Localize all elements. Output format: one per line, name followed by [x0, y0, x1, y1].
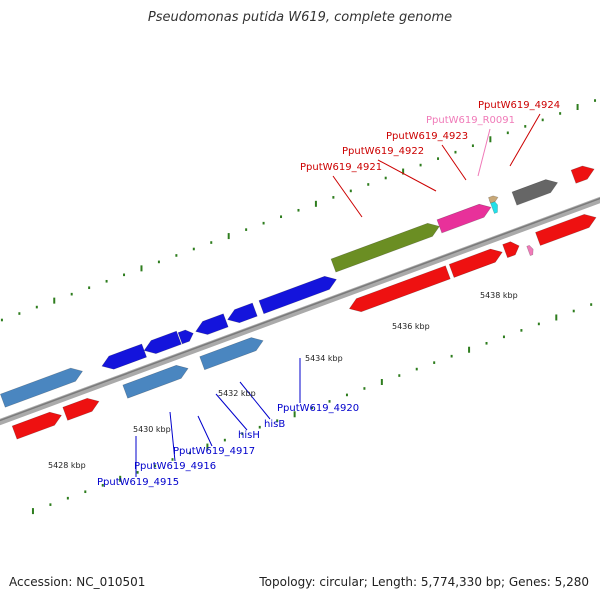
feature-red-left2[interactable] — [62, 397, 100, 421]
feature-tan[interactable] — [488, 195, 499, 204]
tick-labels-layer: 5428 kbp 5430 kbp 5432 kbp 5434 kbp 5436 kbp… — [48, 291, 518, 470]
gene-label[interactable]: PputW619_4916 — [134, 461, 216, 472]
label-leader-line — [377, 159, 437, 192]
gene-label[interactable]: PputW619_4921 — [300, 162, 382, 173]
feature-blue[interactable] — [143, 330, 182, 354]
feature-blue-4920[interactable] — [258, 275, 337, 315]
label-leader-line — [509, 113, 541, 167]
tick-label: 5434 kbp — [305, 354, 343, 363]
tick-label: 5436 kbp — [392, 322, 430, 331]
gene-label[interactable]: PputW619_4920 — [277, 403, 359, 414]
tick-label: 5428 kbp — [48, 461, 86, 470]
feature-steel[interactable] — [122, 364, 189, 399]
genome-backbone-edge — [0, 197, 600, 422]
backbone-layer — [0, 196, 600, 426]
label-leader-line — [169, 411, 176, 462]
label-leader-line — [332, 175, 363, 218]
genome-backbone — [0, 196, 600, 426]
gene-label[interactable]: hisH — [238, 430, 260, 441]
gene-labels-layer: PputW619_4924PputW619_R0091PputW619_4923… — [97, 100, 560, 488]
tick-label: 5438 kbp — [480, 291, 518, 300]
accession-text: Accession: NC_010501 — [9, 575, 146, 589]
gene-label[interactable]: PputW619_4923 — [386, 131, 468, 142]
feature-red[interactable] — [448, 248, 503, 278]
tick-label: 5432 kbp — [218, 389, 256, 398]
tick-dots-layer — [0, 99, 597, 515]
feature-pink-trna[interactable] — [526, 244, 534, 257]
feature-magenta-4922[interactable] — [436, 203, 492, 234]
feature-red-small[interactable] — [502, 241, 520, 259]
label-leader-line — [441, 144, 467, 181]
feature-blue-small[interactable] — [177, 329, 194, 345]
label-leader-line — [477, 128, 491, 177]
gene-label[interactable]: PputW619_4924 — [478, 100, 560, 111]
feature-red-small[interactable] — [570, 165, 595, 184]
tick-label: 5430 kbp — [133, 425, 171, 434]
map-title: Pseudomonas putida W619, complete genome — [147, 10, 453, 25]
gene-label[interactable]: PputW619_R0091 — [426, 115, 515, 126]
feature-steel[interactable] — [199, 337, 264, 371]
label-leader-line — [215, 393, 248, 431]
gene-label[interactable]: PputW619_4917 — [173, 446, 255, 457]
feature-red-4921[interactable] — [348, 265, 451, 313]
label-leader-line — [197, 415, 213, 447]
feature-gray-4924[interactable] — [511, 179, 559, 206]
feature-red[interactable] — [535, 214, 597, 246]
feature-red-left[interactable] — [11, 411, 62, 440]
feature-olive-4921[interactable] — [330, 222, 440, 273]
label-leader-line — [239, 381, 271, 420]
gene-label[interactable]: PputW619_4915 — [97, 477, 179, 488]
feature-blue[interactable] — [101, 343, 147, 370]
feature-steel-left-top[interactable] — [0, 367, 83, 408]
genome-summary-text: Topology: circular; Length: 5,774,330 bp… — [259, 575, 589, 589]
gene-label[interactable]: PputW619_4922 — [342, 146, 424, 157]
label-leaders-layer — [135, 113, 541, 477]
features-layer — [0, 165, 597, 440]
feature-blue[interactable] — [227, 302, 258, 324]
gene-label[interactable]: hisB — [264, 419, 285, 430]
feature-blue[interactable] — [195, 313, 229, 335]
